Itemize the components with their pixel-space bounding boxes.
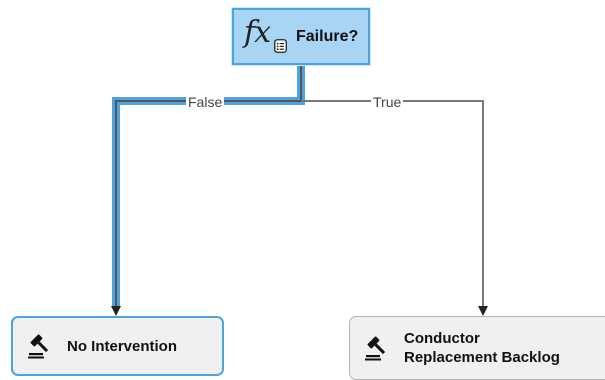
fx-glyph: fx [244,14,271,50]
action-node-conductor-replacement-backlog[interactable]: Conductor Replacement Backlog [349,316,605,380]
list-badge-icon [274,38,287,53]
gavel-icon [365,336,386,361]
gavel-icon [28,334,49,359]
edge-true-arrowhead [478,306,488,316]
action-node-no-intervention[interactable]: No Intervention [11,316,224,376]
decision-label: Failure? [296,27,359,45]
decision-node-failure[interactable]: fx Failure? [232,8,370,65]
edge-label-false: False [186,94,225,110]
edge-false-arrowhead [111,306,121,316]
function-fx-icon: fx [242,15,290,59]
edge-true[interactable] [301,100,484,308]
edge-label-true: True [371,94,404,110]
action-label: No Intervention [67,337,178,355]
action-label: Conductor Replacement Backlog [404,330,560,366]
